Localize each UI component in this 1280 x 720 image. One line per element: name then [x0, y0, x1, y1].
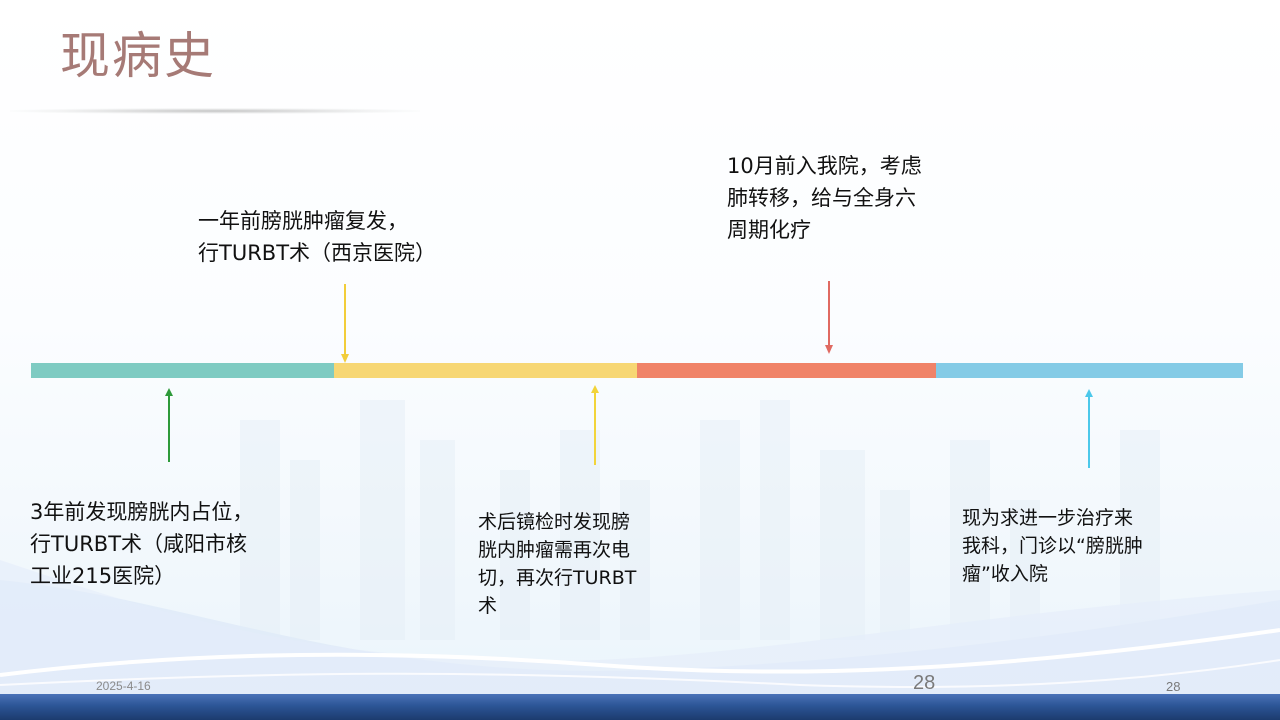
- slide-title: 现病史: [60, 27, 216, 85]
- title-underline-shadow: [10, 108, 420, 114]
- footer-bar: [0, 694, 1280, 720]
- timeline-segment-4: [936, 363, 1243, 378]
- arrow-up-icon: [591, 385, 599, 465]
- event-text-1-year-ago: 一年前膀胱肿瘤复发， 行TURBT术（西京医院）: [198, 209, 437, 265]
- event-text-3-years-ago: 3年前发现膀胱内占位， 行TURBT术（咸阳市核 工业215医院）: [30, 500, 254, 588]
- timeline-segment-3: [637, 363, 936, 378]
- timeline-segment-2: [334, 363, 637, 378]
- decorative-waves: [0, 560, 1280, 695]
- footer-date: 2025-4-16: [96, 679, 151, 693]
- arrow-up-icon: [165, 388, 173, 462]
- page-number: 28: [913, 672, 936, 694]
- arrow-down-icon: [825, 281, 833, 354]
- event-text-10-months-ago: 10月前入我院，考虑 肺转移，给与全身六 周期化疗: [727, 154, 922, 242]
- event-text-post-op-cystoscopy: 术后镜检时发现膀 胱内肿瘤需再次电 切，再次行TURBT 术: [478, 511, 637, 617]
- arrow-down-icon: [341, 284, 349, 363]
- timeline-bar: [31, 363, 1243, 378]
- page-number-small: 28: [1166, 679, 1181, 694]
- arrow-up-icon: [1085, 389, 1093, 468]
- timeline-segment-1: [31, 363, 334, 378]
- event-text-current-admission: 现为求进一步治疗来 我科，门诊以“膀胱肿 瘤”收入院: [962, 507, 1143, 585]
